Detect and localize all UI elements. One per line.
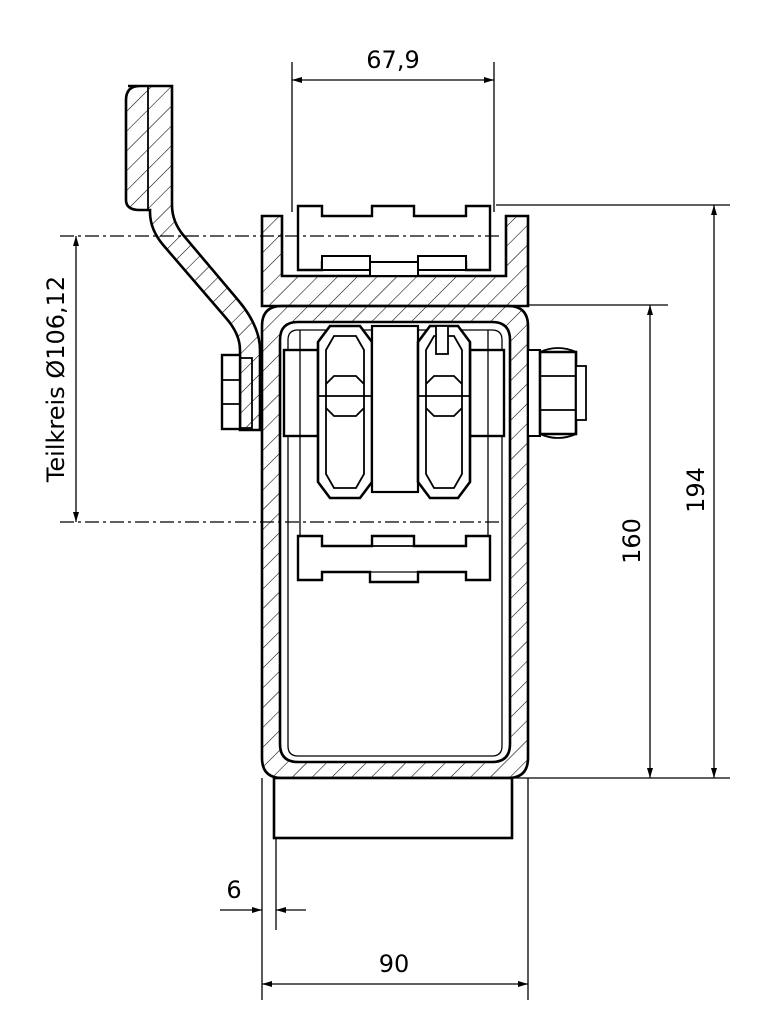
dimension-top-width: 67,9 [291, 46, 495, 212]
left-roller [316, 324, 374, 500]
dimension-pitch-circle-label: Teilkreis Ø106,12 [42, 276, 70, 483]
left-bolt [220, 353, 253, 431]
lever-handle [124, 84, 262, 432]
dimension-inner-height: 160 [528, 304, 668, 778]
upper-chain-plate [296, 204, 492, 277]
dimension-top-width-label: 67,9 [366, 46, 419, 74]
dimension-pitch-circle: Teilkreis Ø106,12 [42, 236, 79, 522]
dimension-wall-thickness-label: 6 [226, 876, 241, 904]
dimension-total-height: 194 [496, 204, 730, 779]
dimension-wall-thickness: 6 [220, 778, 306, 1000]
dimension-total-height-label: 194 [682, 467, 710, 513]
right-bolt [527, 347, 587, 439]
dimension-inner-height-label: 160 [618, 518, 646, 564]
dimension-total-width-label: 90 [379, 950, 410, 978]
dimension-total-width: 90 [262, 778, 529, 1000]
roller-assembly [282, 324, 506, 556]
center-spacer [370, 324, 420, 494]
right-roller [416, 324, 472, 500]
lower-chain-plate [296, 534, 492, 584]
base-foot [272, 776, 514, 840]
